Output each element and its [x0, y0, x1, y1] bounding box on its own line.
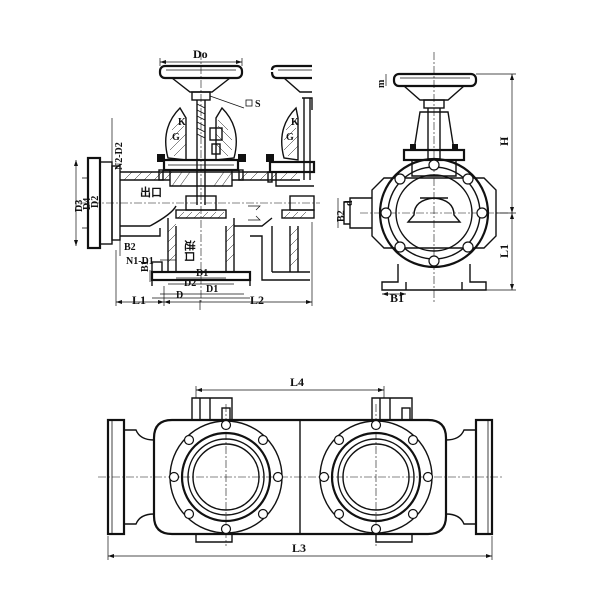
label-do: Do — [193, 47, 208, 61]
label-d-right: d — [344, 200, 355, 206]
label-n2-d2: N2-D2 — [114, 142, 125, 170]
dim-l3: L3 — [107, 536, 493, 560]
dim-s: S — [209, 95, 261, 110]
label-b2-right: B2 — [336, 210, 347, 222]
label-l3: L3 — [292, 541, 306, 555]
stem-left — [196, 52, 206, 302]
inlet-chamber-left: 进口 — [150, 218, 252, 286]
yoke-right: K G — [266, 97, 316, 187]
front-section-view: Do S K G — [74, 47, 320, 310]
plan-flange-right — [318, 419, 434, 535]
label-d1-lower: D1 — [206, 284, 218, 295]
label-g-left: G — [172, 132, 180, 143]
label-d2-lower: D2 — [184, 278, 196, 289]
inlet-chamber-right — [234, 217, 310, 281]
label-d: D — [176, 290, 183, 301]
dims-inlet: D1 D2 D1 D — [152, 268, 250, 301]
label-s: S — [255, 99, 261, 110]
label-k-right: K — [291, 117, 299, 128]
label-l1-left: L1 — [132, 293, 146, 307]
label-b2-left: B2 — [124, 242, 136, 253]
label-b1-right: B1 — [390, 291, 404, 305]
label-h: H — [497, 136, 511, 146]
outlet-pipe — [78, 156, 320, 250]
dim-l1-l2: L1 L2 — [115, 222, 313, 310]
label-l2: L2 — [250, 293, 264, 307]
label-d4: D4 — [82, 198, 93, 210]
label-l4: L4 — [290, 375, 304, 389]
label-k-left: K — [178, 117, 186, 128]
label-l1-right: L1 — [497, 244, 511, 258]
label-d1-upper: D1 — [196, 268, 208, 279]
label-m: m — [376, 79, 387, 88]
label-n1-d1: N1-D1 — [126, 256, 154, 267]
disc-left — [175, 195, 227, 219]
label-inlet: 进口 — [183, 240, 197, 262]
plan-flange-left — [168, 419, 284, 535]
dim-l4: L4 — [195, 375, 385, 398]
label-d3: D3 — [74, 200, 85, 212]
side-bolt-holes — [380, 159, 488, 267]
handwheel-right — [270, 64, 312, 93]
label-b1-left: B1 — [140, 260, 151, 272]
plan-view: L4 — [98, 375, 502, 560]
label-d2-left: D2 — [90, 196, 101, 208]
disc-right — [281, 195, 315, 219]
side-view: m B2 d — [336, 52, 516, 305]
label-outlet: 出口 — [140, 185, 162, 199]
label-g-right: G — [286, 132, 294, 143]
